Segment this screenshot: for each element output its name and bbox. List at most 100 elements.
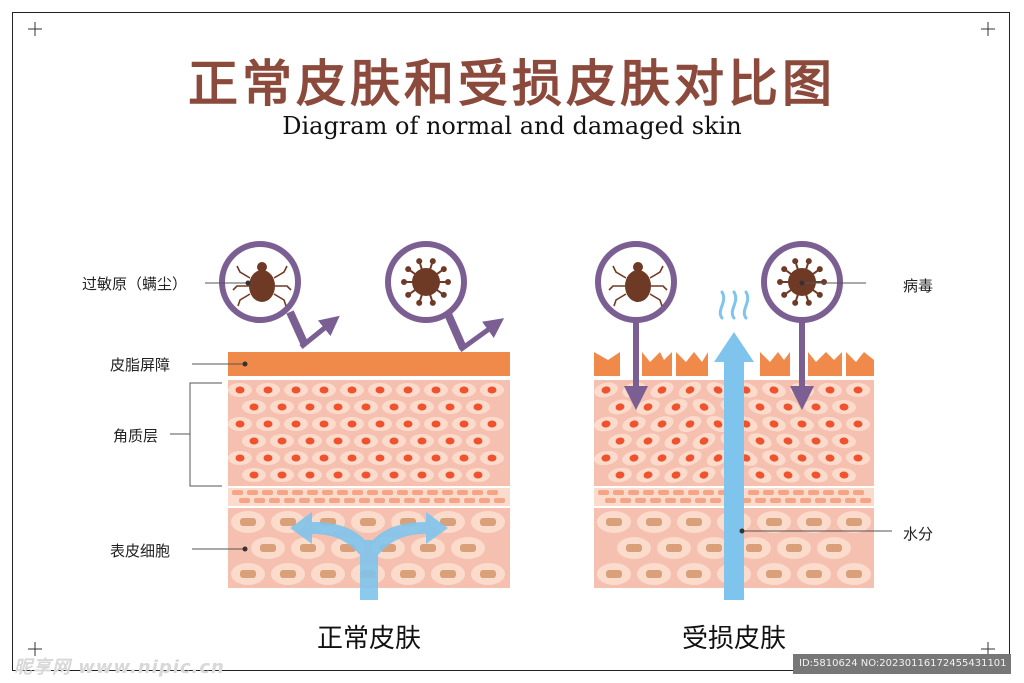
corner-marks xyxy=(28,22,995,656)
watermark: 昵享网 www.nipic.cn xyxy=(14,657,225,678)
virus-spike-tip xyxy=(792,258,799,265)
virus-spike-tip xyxy=(805,299,812,306)
cell-nucleus xyxy=(755,471,765,479)
cell-nucleus xyxy=(459,454,469,462)
granular-cell xyxy=(397,490,408,495)
cell-nucleus xyxy=(249,437,259,445)
basal-nucleus xyxy=(626,544,642,552)
label-stratum-corneum: 角质层 xyxy=(113,427,159,445)
label-epidermal-cells: 表皮细胞 xyxy=(110,542,171,560)
granular-cell xyxy=(292,490,303,495)
granular-cell xyxy=(658,490,669,495)
granular-cell xyxy=(239,498,250,503)
cell-nucleus xyxy=(825,386,835,394)
virus-spike-tip xyxy=(405,291,412,298)
basal-nucleus xyxy=(440,518,456,526)
cell-nucleus xyxy=(755,437,765,445)
virus-spike-tip xyxy=(440,266,447,273)
cell-nucleus xyxy=(417,403,427,411)
granular-cell xyxy=(688,490,699,495)
basal-nucleus xyxy=(646,518,662,526)
basal-nucleus xyxy=(806,570,822,578)
cell-nucleus xyxy=(305,403,315,411)
granular-cell xyxy=(613,490,624,495)
virus-spike-tip xyxy=(777,279,783,285)
cell-nucleus xyxy=(375,420,385,428)
basal-nucleus xyxy=(240,518,256,526)
granular-cell xyxy=(457,490,468,495)
virus-body xyxy=(412,268,440,296)
cell-nucleus xyxy=(277,437,287,445)
granular-cell xyxy=(763,490,774,495)
granular-cell xyxy=(830,498,841,503)
cell-nucleus xyxy=(291,386,301,394)
granular-cell xyxy=(748,490,759,495)
granular-cell xyxy=(479,498,490,503)
cell-nucleus xyxy=(487,420,497,428)
granular-cell xyxy=(487,490,498,495)
granular-cell xyxy=(352,490,363,495)
normal-corneum-cells xyxy=(228,383,504,482)
granular-cell xyxy=(277,490,288,495)
virus-spike-tip xyxy=(816,291,823,298)
cell-nucleus xyxy=(685,386,695,394)
basal-nucleus xyxy=(240,570,256,578)
granular-cell xyxy=(449,498,460,503)
cell-nucleus xyxy=(347,454,357,462)
granular-cell xyxy=(710,498,721,503)
cell-nucleus xyxy=(601,386,611,394)
cell-nucleus xyxy=(839,471,849,479)
basal-nucleus xyxy=(480,570,496,578)
cell-nucleus xyxy=(249,471,259,479)
granular-cell xyxy=(598,490,609,495)
basal-nucleus xyxy=(766,570,782,578)
granular-cell xyxy=(337,490,348,495)
cell-nucleus xyxy=(389,403,399,411)
virus-spike-tip xyxy=(781,266,788,273)
cell-nucleus xyxy=(473,471,483,479)
granular-cell xyxy=(665,498,676,503)
label-allergen: 过敏原（螨尘） xyxy=(82,275,188,293)
mite-icon-damaged xyxy=(595,241,677,410)
cell-nucleus xyxy=(811,471,821,479)
cell-nucleus xyxy=(263,454,273,462)
granular-cell xyxy=(853,490,864,495)
cell-nucleus xyxy=(615,437,625,445)
normal-granular-cells xyxy=(232,490,505,503)
cell-nucleus xyxy=(629,420,639,428)
granular-cell xyxy=(680,498,691,503)
cell-nucleus xyxy=(825,420,835,428)
cell-nucleus xyxy=(615,403,625,411)
granular-cell xyxy=(374,498,385,503)
cell-nucleus xyxy=(713,386,723,394)
cell-nucleus xyxy=(249,403,259,411)
cell-nucleus xyxy=(671,471,681,479)
basal-nucleus xyxy=(460,544,476,552)
cell-nucleus xyxy=(797,420,807,428)
basal-nucleus xyxy=(826,544,842,552)
normal-barrier xyxy=(228,352,510,376)
cell-nucleus xyxy=(403,420,413,428)
basal-nucleus xyxy=(686,518,702,526)
granular-cell xyxy=(262,490,273,495)
cell-nucleus xyxy=(487,386,497,394)
cell-nucleus xyxy=(839,437,849,445)
label-virus: 病毒 xyxy=(903,277,934,295)
cell-nucleus xyxy=(431,420,441,428)
cell-nucleus xyxy=(403,454,413,462)
granular-cell xyxy=(322,490,333,495)
cell-nucleus xyxy=(389,437,399,445)
cell-nucleus xyxy=(319,386,329,394)
cell-nucleus xyxy=(459,420,469,428)
label-lipid-barrier: 皮脂屏障 xyxy=(110,356,171,374)
cell-nucleus xyxy=(769,454,779,462)
granular-cell xyxy=(628,490,639,495)
damaged-water-arrow xyxy=(714,332,754,600)
cell-nucleus xyxy=(783,437,793,445)
granular-cell xyxy=(472,490,483,495)
basal-nucleus xyxy=(606,518,622,526)
cell-nucleus xyxy=(853,386,863,394)
granular-cell xyxy=(464,498,475,503)
cell-nucleus xyxy=(459,386,469,394)
basal-nucleus xyxy=(420,544,436,552)
